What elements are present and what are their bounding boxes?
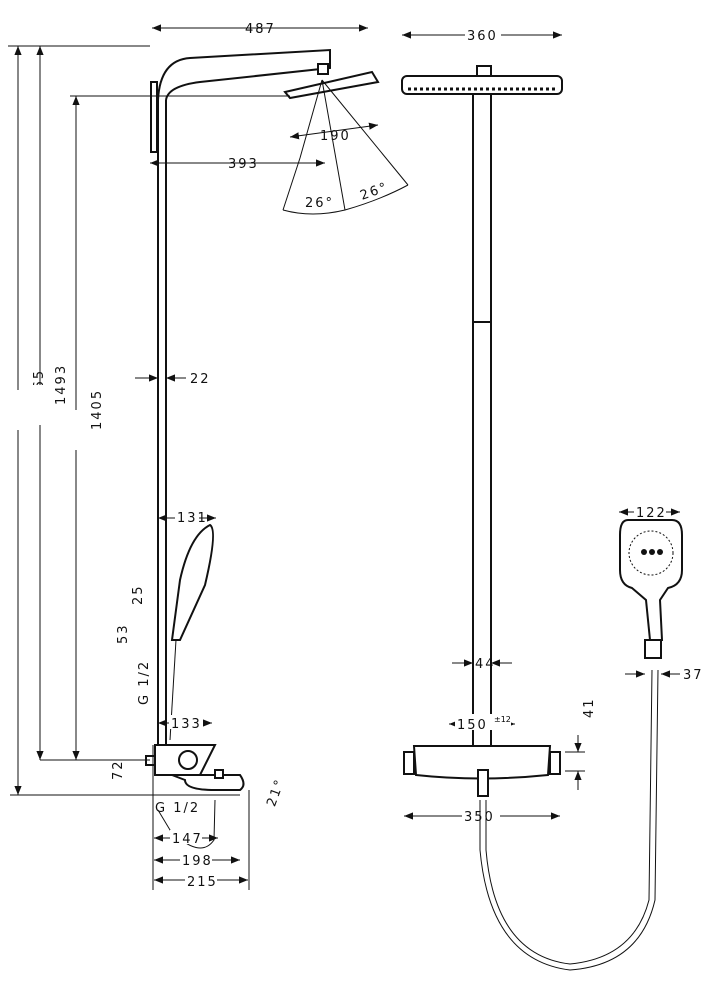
dim-front-pipe-width: 44: [475, 657, 496, 672]
dim-inlet-offset: 72: [111, 759, 126, 780]
dim-spray-angle-left: 26°: [305, 196, 334, 211]
dim-spout-215: 215: [187, 875, 218, 890]
dim-spout-198: 198: [182, 854, 213, 869]
dim-holder-53: 53: [116, 623, 131, 644]
dim-outlet-thread: G 1/2: [155, 801, 200, 816]
dim-head-offset: 393: [228, 157, 259, 172]
dim-inlet-thread-top: G 1/2: [137, 660, 152, 705]
dim-spout-angle: 21°: [264, 776, 288, 808]
handshower-view: 122 37: [619, 504, 704, 683]
dim-handshower-projection: 131: [177, 511, 208, 526]
dim-handle-width: 37: [683, 668, 704, 683]
dim-pipe-width: 22: [190, 372, 211, 387]
side-view: 487 393 190 26° 26° 22 1565 1493 1405 13…: [8, 22, 409, 890]
dim-handshower-width: 122: [636, 506, 667, 521]
dim-holder-25: 25: [131, 584, 146, 605]
dim-height-to-head: 1405: [90, 389, 105, 430]
front-view: 360 44 150 ±12 41 350: [401, 27, 659, 971]
dim-front-head-width: 360: [467, 29, 498, 44]
dim-overall-width: 487: [245, 22, 276, 37]
dim-thermostat-depth: 133: [171, 717, 202, 732]
dim-height-to-arm: 1493: [54, 364, 69, 405]
dim-spout-147: 147: [172, 832, 203, 847]
dim-inlet-tolerance: ±12: [494, 715, 511, 724]
dim-inlet-spacing: 150: [457, 718, 488, 733]
dim-thermostat-height: 41: [582, 697, 597, 718]
dim-head-diameter: 190: [320, 129, 351, 144]
dim-thermostat-width: 350: [464, 810, 495, 825]
